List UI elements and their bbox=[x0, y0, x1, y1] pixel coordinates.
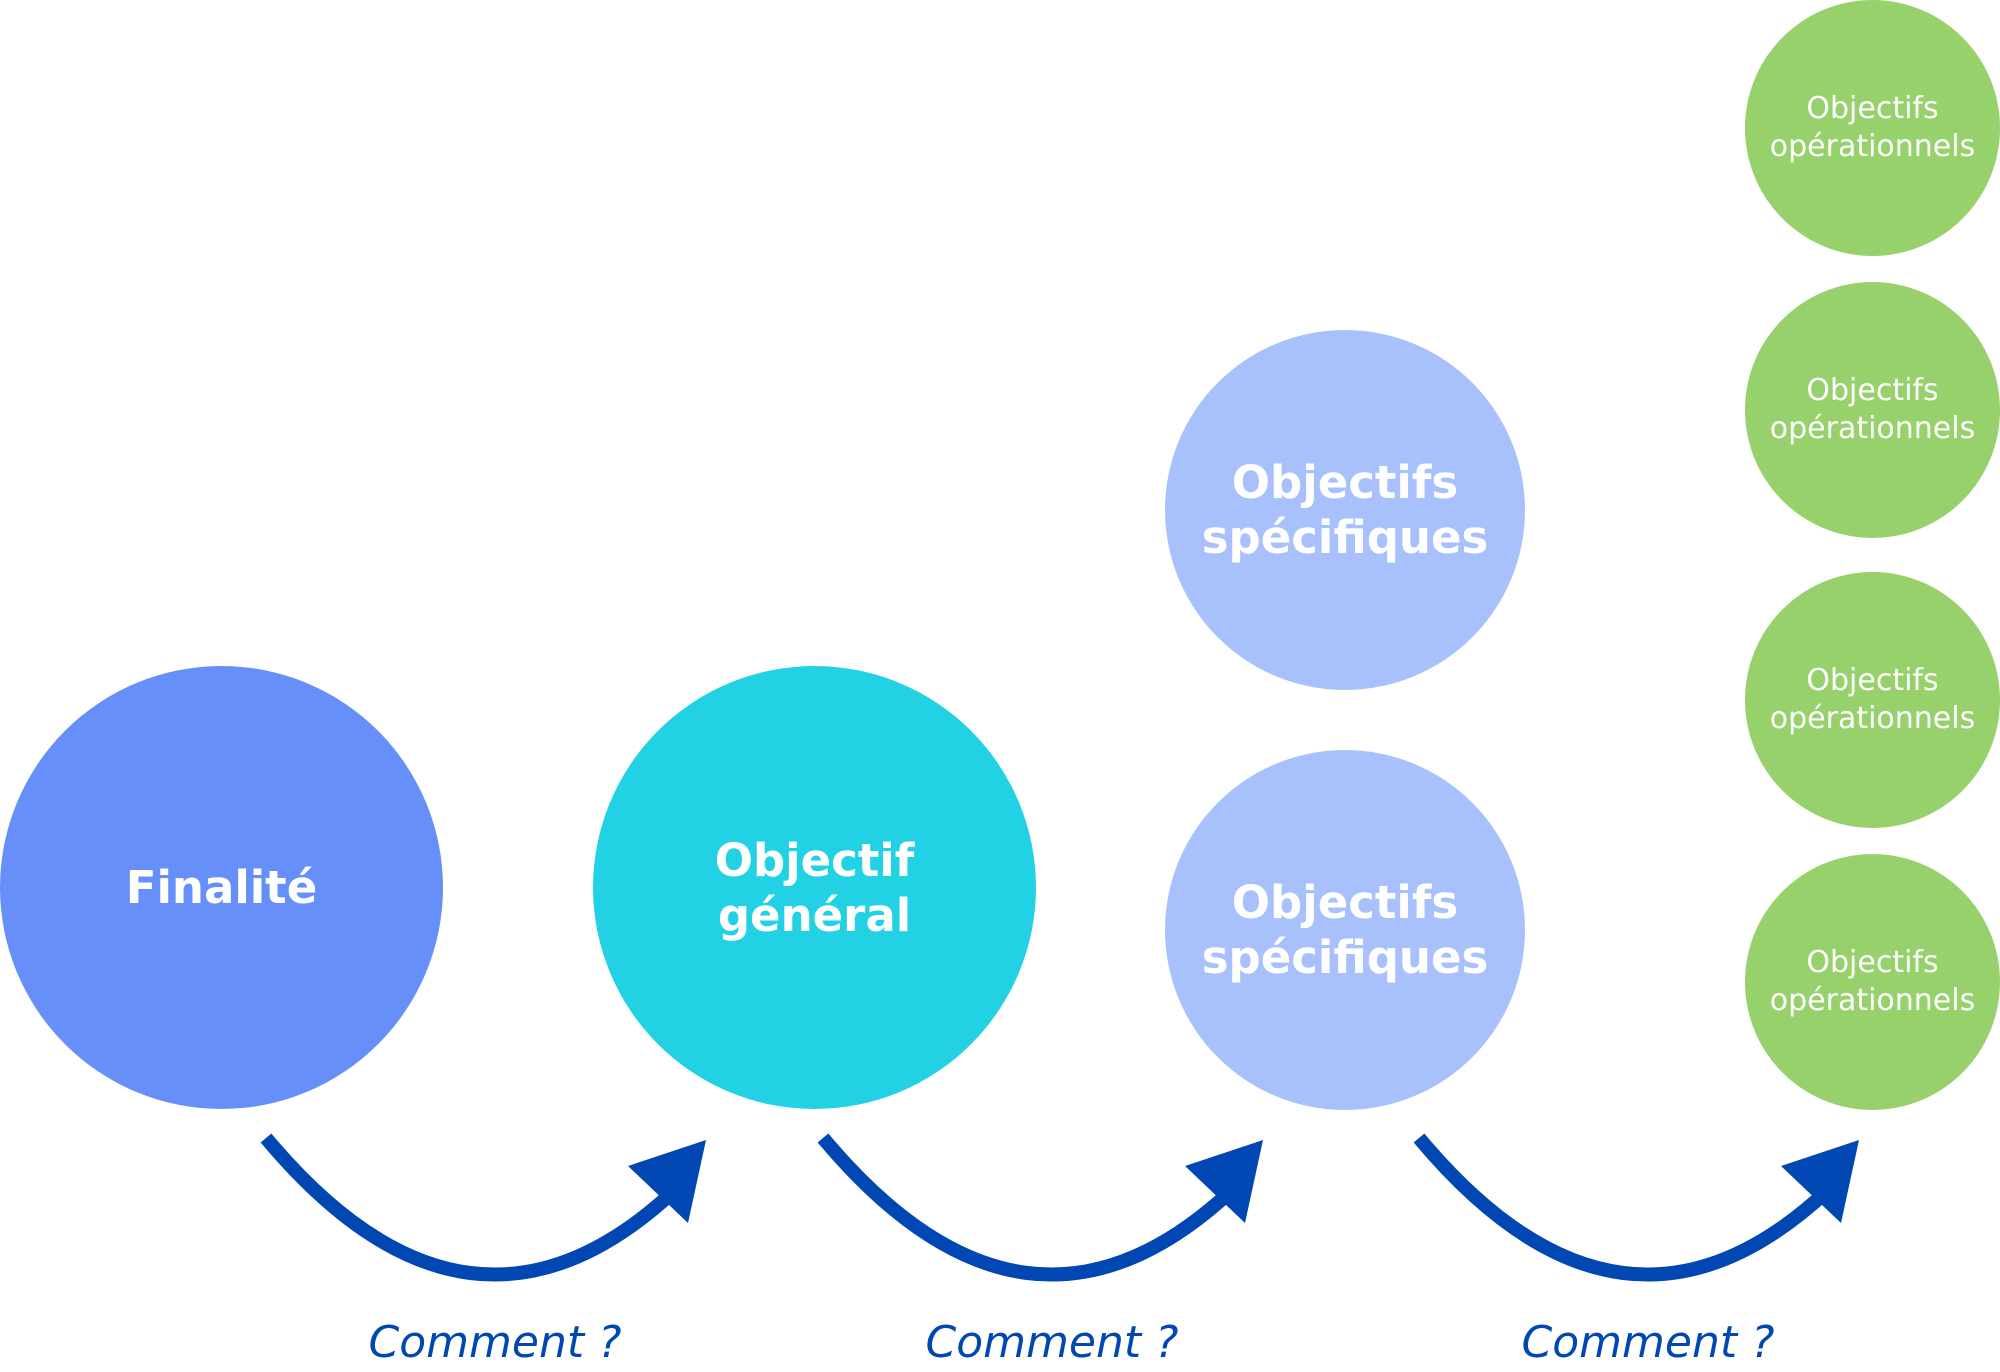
objectif-general-label: Objectif général bbox=[714, 833, 915, 942]
objectifs-operationnels-label: Objectifs opérationnels bbox=[1769, 663, 1976, 736]
objectifs-operationnels-node: Objectifs opérationnels bbox=[1745, 572, 2000, 828]
objectifs-specifiques-label: Objectifs spécifiques bbox=[1201, 876, 1489, 984]
curved-arrow-3 bbox=[1413, 1133, 1859, 1282]
curved-arrow-2 bbox=[817, 1133, 1263, 1282]
arrow-head bbox=[1185, 1140, 1263, 1223]
objectifs-specifiques-node: Objectifs spécifiques bbox=[1165, 330, 1525, 690]
objectifs-operationnels-node: Objectifs opérationnels bbox=[1745, 854, 2000, 1110]
objectifs-specifiques-node: Objectifs spécifiques bbox=[1165, 750, 1525, 1110]
objectifs-operationnels-node: Objectifs opérationnels bbox=[1745, 282, 2000, 538]
arrow-curve bbox=[1413, 1133, 1833, 1282]
comment-label: Comment ? bbox=[925, 1317, 1179, 1368]
finalite-label: Finalité bbox=[125, 861, 318, 914]
arrow-curve bbox=[260, 1133, 680, 1282]
objectifs-operationnels-label: Objectifs opérationnels bbox=[1769, 945, 1976, 1018]
objectif-general-node: Objectif général bbox=[593, 666, 1036, 1109]
objectifs-specifiques-label: Objectifs spécifiques bbox=[1201, 456, 1489, 564]
arrow-head bbox=[1781, 1140, 1859, 1223]
objectifs-operationnels-node: Objectifs opérationnels bbox=[1745, 0, 2000, 256]
objectifs-operationnels-label: Objectifs opérationnels bbox=[1769, 91, 1976, 164]
comment-label: Comment ? bbox=[1521, 1317, 1775, 1368]
arrow-head bbox=[628, 1140, 706, 1223]
objectifs-operationnels-label: Objectifs opérationnels bbox=[1769, 373, 1976, 446]
finalite-node: Finalité bbox=[0, 666, 443, 1109]
curved-arrow-1 bbox=[260, 1133, 706, 1282]
arrow-curve bbox=[817, 1133, 1237, 1282]
comment-label: Comment ? bbox=[368, 1317, 622, 1368]
